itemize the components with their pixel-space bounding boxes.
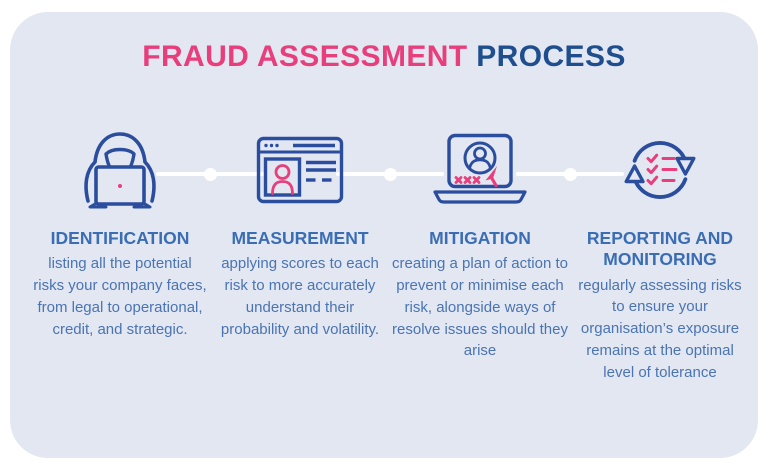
step-mitigation: MITIGATION creating a plan of action to … xyxy=(390,124,570,383)
connector-dot-2 xyxy=(383,167,397,181)
browser-profile-icon xyxy=(256,124,344,216)
hacker-laptop-icon xyxy=(76,124,164,216)
connector-line-2 xyxy=(336,167,444,181)
cycle-checklist-icon xyxy=(616,124,704,216)
laptop-avatar-cursor-icon xyxy=(430,124,530,216)
connector-dot-3 xyxy=(563,167,577,181)
page-title: FRAUD ASSESSMENT PROCESS xyxy=(10,40,758,74)
step-identification: IDENTIFICATION listing all the potential… xyxy=(30,124,210,383)
step-title: MITIGATION xyxy=(429,228,531,248)
title-fraud-assessment: FRAUD ASSESSMENT xyxy=(142,40,477,73)
step-description: creating a plan of action to prevent or … xyxy=(392,255,568,360)
step-measurement: MEASUREMENT applying scores to each risk… xyxy=(210,124,390,383)
connector-line-3 xyxy=(516,167,624,181)
title-process: PROCESS xyxy=(476,40,626,73)
step-description: applying scores to each risk to more acc… xyxy=(220,255,380,338)
steps-row: IDENTIFICATION listing all the potential… xyxy=(10,124,758,383)
step-reporting-monitoring: REPORTING AND MONITORING regularly asses… xyxy=(570,124,750,383)
infographic-card: FRAUD ASSESSMENT PROCESS xyxy=(10,12,758,458)
connector-line-1 xyxy=(156,167,264,181)
connector-dot-1 xyxy=(203,167,217,181)
step-description: listing all the potential risks your com… xyxy=(33,255,207,338)
step-title: IDENTIFICATION xyxy=(50,228,190,248)
step-title: REPORTING AND MONITORING xyxy=(586,228,734,270)
step-description: regularly assessing risks to ensure your… xyxy=(578,276,742,381)
step-title: MEASUREMENT xyxy=(231,228,369,248)
